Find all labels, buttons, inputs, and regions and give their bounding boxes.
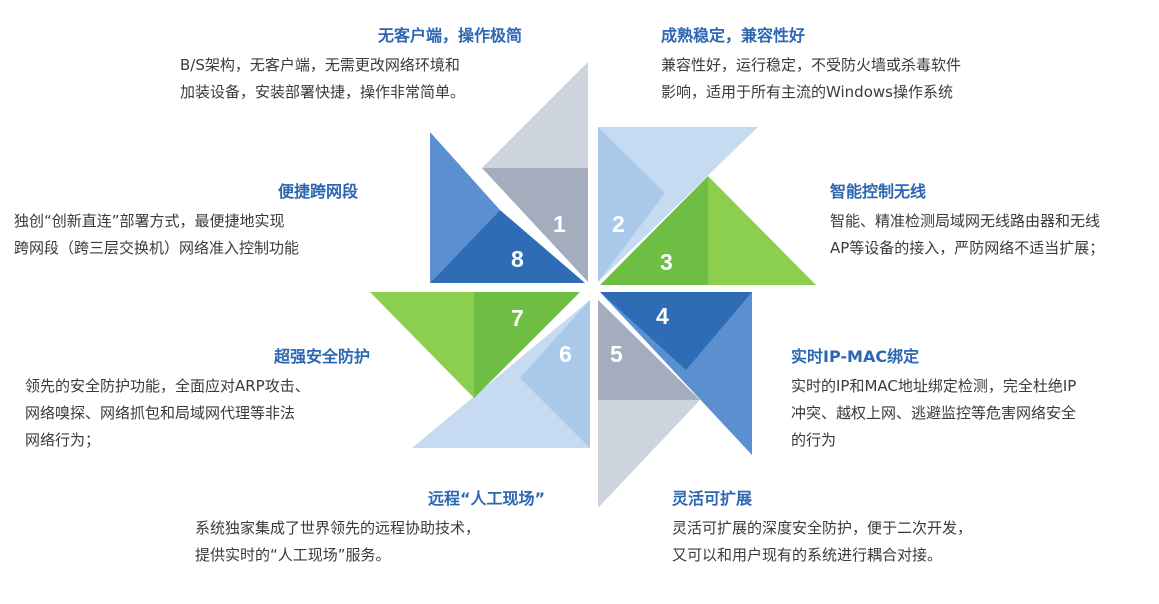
feature-4-line-2: 冲突、越权上网、逃避监控等危害网络安全 xyxy=(791,404,1077,422)
feature-1-desc: B/S架构，无客户端，无需更改网络环境和 加装设备，安装部署快捷，操作非常简单。 xyxy=(180,52,522,106)
feature-6-title: 远程“人工现场” xyxy=(427,489,545,508)
feature-7: 超强安全防护 领先的安全防护功能，全面应对ARP攻击、 网络嗅探、网络抓包和局域… xyxy=(25,346,370,454)
blade-2-outer xyxy=(598,127,758,282)
feature-1-line-1: B/S架构，无客户端，无需更改网络环境和 xyxy=(180,56,460,74)
blade-3-outer xyxy=(708,176,816,285)
blade-5-inner xyxy=(598,300,700,400)
feature-6-line-1: 系统独家集成了世界领先的远程协助技术， xyxy=(195,519,481,537)
feature-2-desc: 兼容性好，运行稳定，不受防火墙或杀毒软件 影响，适用于所有主流的Windows操… xyxy=(661,52,1041,106)
feature-1-line-2: 加装设备，安装部署快捷，操作非常简单。 xyxy=(180,83,466,101)
feature-7-desc: 领先的安全防护功能，全面应对ARP攻击、 网络嗅探、网络抓包和局域网代理等非法 … xyxy=(25,373,370,454)
feature-5: 灵活可扩展 灵活可扩展的深度安全防护，便于二次开发， 又可以和用户现有的系统进行… xyxy=(672,488,1052,569)
feature-3: 智能控制无线 智能、精准检测局域网无线路由器和无线 AP等设备的接入，严防网络不… xyxy=(830,181,1155,262)
feature-4-desc: 实时的IP和MAC地址绑定检测，完全杜绝IP 冲突、越权上网、逃避监控等危害网络… xyxy=(791,373,1141,454)
feature-8-line-2: 跨网段（跨三层交换机）网络准入控制功能 xyxy=(14,239,300,257)
feature-4-line-1: 实时的IP和MAC地址绑定检测，完全杜绝IP xyxy=(791,377,1077,395)
blade-1-outer xyxy=(482,62,588,168)
feature-4-title: 实时IP-MAC绑定 xyxy=(791,347,920,366)
number-7: 7 xyxy=(511,305,524,331)
feature-6-desc: 系统独家集成了世界领先的远程协助技术， 提供实时的“人工现场”服务。 xyxy=(195,515,545,569)
feature-7-title: 超强安全防护 xyxy=(273,347,370,366)
blade-8-inner xyxy=(430,210,585,283)
blade-2-inner xyxy=(598,127,665,282)
feature-1: 无客户端，操作极简 B/S架构，无客户端，无需更改网络环境和 加装设备，安装部署… xyxy=(180,25,522,106)
number-3: 3 xyxy=(660,249,673,275)
feature-8-desc: 独创“创新直连”部署方式，最便捷地实现 跨网段（跨三层交换机）网络准入控制功能 xyxy=(14,208,358,262)
feature-6: 远程“人工现场” 系统独家集成了世界领先的远程协助技术， 提供实时的“人工现场”… xyxy=(195,488,545,569)
number-2: 2 xyxy=(612,211,625,237)
feature-2-title: 成熟稳定，兼容性好 xyxy=(661,26,806,45)
blade-6-outer xyxy=(412,300,590,448)
feature-7-line-1: 领先的安全防护功能，全面应对ARP攻击、 xyxy=(25,377,310,395)
feature-5-line-2: 又可以和用户现有的系统进行耦合对接。 xyxy=(672,546,943,564)
feature-8: 便捷跨网段 独创“创新直连”部署方式，最便捷地实现 跨网段（跨三层交换机）网络准… xyxy=(14,181,358,262)
blade-8-outer xyxy=(430,132,500,283)
feature-3-desc: 智能、精准检测局域网无线路由器和无线 AP等设备的接入，严防网络不适当扩展； xyxy=(830,208,1155,262)
number-5: 5 xyxy=(610,341,623,367)
feature-5-line-1: 灵活可扩展的深度安全防护，便于二次开发， xyxy=(672,519,973,537)
blade-1-inner xyxy=(482,168,588,282)
feature-2-line-2: 影响，适用于所有主流的Windows操作系统 xyxy=(661,83,953,101)
blade-6-inner xyxy=(520,300,590,448)
feature-4: 实时IP-MAC绑定 实时的IP和MAC地址绑定检测，完全杜绝IP 冲突、越权上… xyxy=(791,346,1141,454)
feature-3-title: 智能控制无线 xyxy=(830,182,927,201)
feature-8-title: 便捷跨网段 xyxy=(277,182,358,201)
feature-5-title: 灵活可扩展 xyxy=(672,489,753,508)
feature-7-line-3: 网络行为； xyxy=(25,431,101,449)
number-6: 6 xyxy=(559,341,572,367)
feature-2: 成熟稳定，兼容性好 兼容性好，运行稳定，不受防火墙或杀毒软件 影响，适用于所有主… xyxy=(661,25,1041,106)
blade-7-inner xyxy=(474,292,580,398)
feature-5-desc: 灵活可扩展的深度安全防护，便于二次开发， 又可以和用户现有的系统进行耦合对接。 xyxy=(672,515,1052,569)
feature-4-line-3: 的行为 xyxy=(791,431,837,449)
blade-3-inner xyxy=(600,176,708,285)
feature-6-line-2: 提供实时的“人工现场”服务。 xyxy=(195,546,391,564)
feature-1-title: 无客户端，操作极简 xyxy=(377,26,522,45)
feature-7-line-2: 网络嗅探、网络抓包和局域网代理等非法 xyxy=(25,404,296,422)
feature-3-line-1: 智能、精准检测局域网无线路由器和无线 xyxy=(830,212,1101,230)
number-1: 1 xyxy=(553,211,566,237)
blade-4-inner xyxy=(600,292,752,370)
feature-3-line-2: AP等设备的接入，严防网络不适当扩展； xyxy=(830,239,1105,257)
number-4: 4 xyxy=(656,303,669,329)
number-8: 8 xyxy=(511,246,524,272)
feature-2-line-1: 兼容性好，运行稳定，不受防火墙或杀毒软件 xyxy=(661,56,962,74)
feature-8-line-1: 独创“创新直连”部署方式，最便捷地实现 xyxy=(14,212,285,230)
